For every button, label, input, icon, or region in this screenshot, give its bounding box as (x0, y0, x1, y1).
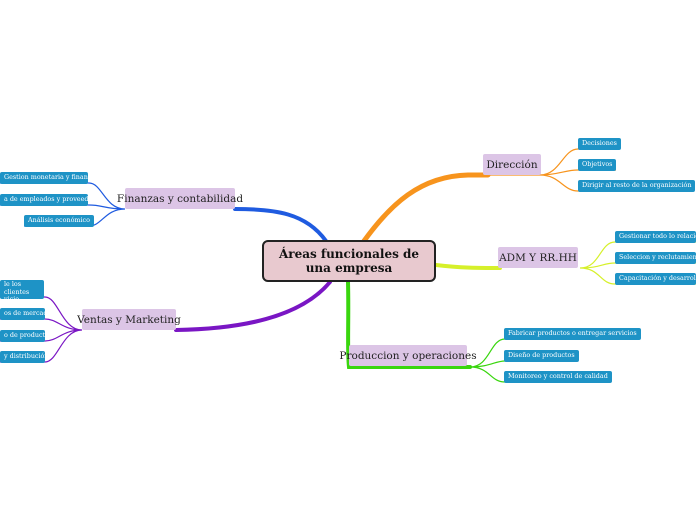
connector-ventas (174, 280, 332, 332)
subtopic-decisiones[interactable]: Decisiones (578, 138, 621, 150)
connector-adm-leaves (579, 241, 696, 285)
subtopic-productos[interactable]: o de productos (0, 330, 45, 342)
subtopic-gestionar[interactable]: Gestionar todo lo relacionado (615, 231, 696, 243)
topic-ventas[interactable]: Ventas y Marketing (77, 309, 181, 330)
connector-finanzas (233, 207, 328, 243)
subtopic-distribucion[interactable]: y distribución (0, 351, 45, 363)
subtopic-fabricar[interactable]: Fabricar productos o entregar servicios (504, 328, 641, 340)
topic-produccion[interactable]: Produccion y operaciones (339, 345, 477, 366)
subtopic-gestion-monetaria[interactable]: Gestion monetaria y financiera (0, 172, 88, 184)
connector-adm (434, 263, 502, 270)
topic-finanzas-label: Finanzas y contabilidad (116, 192, 244, 205)
subtopic-seleccion[interactable]: Seleccion y reclutamiento (615, 252, 696, 264)
topic-adm-rrhh[interactable]: ADM Y RR.HH (498, 247, 578, 268)
subtopic-objetivos[interactable]: Objetivos (578, 159, 617, 171)
connector-direccion (361, 172, 491, 244)
subtopic-mercado[interactable]: os de mercado (0, 308, 45, 320)
subtopic-analisis[interactable]: Análisis económico (24, 215, 94, 227)
topic-direccion-label: Dirección (486, 158, 538, 171)
topic-finanzas[interactable]: Finanzas y contabilidad (117, 188, 243, 209)
subtopic-monitoreo[interactable]: Monitoreo y control de calidad (504, 371, 612, 383)
central-topic[interactable]: Áreas funcionales de una empresa (262, 240, 436, 282)
subtopic-diseno[interactable]: Diseño de productos (504, 350, 579, 362)
central-topic-label: Áreas funcionales de una empresa (278, 247, 420, 275)
connector-direccion-leaves (488, 148, 680, 192)
connector-produccion (346, 280, 472, 369)
topic-ventas-label: Ventas y Marketing (77, 313, 181, 326)
connector-ventas-leaves (0, 296, 83, 363)
subtopic-clientes[interactable]: le los clientes vicio (0, 280, 44, 299)
subtopic-capacitacion[interactable]: Capacitación y desarrollo (615, 273, 696, 285)
topic-direccion[interactable]: Dirección (483, 154, 541, 175)
subtopic-dirigir[interactable]: Dirigir al resto de la organización (578, 180, 696, 192)
topic-adm-rrhh-label: ADM Y RR.HH (499, 251, 577, 264)
subtopic-empleados-proveedores[interactable]: a de empleados y proveedores (0, 194, 88, 206)
topic-produccion-label: Produccion y operaciones (339, 349, 477, 362)
